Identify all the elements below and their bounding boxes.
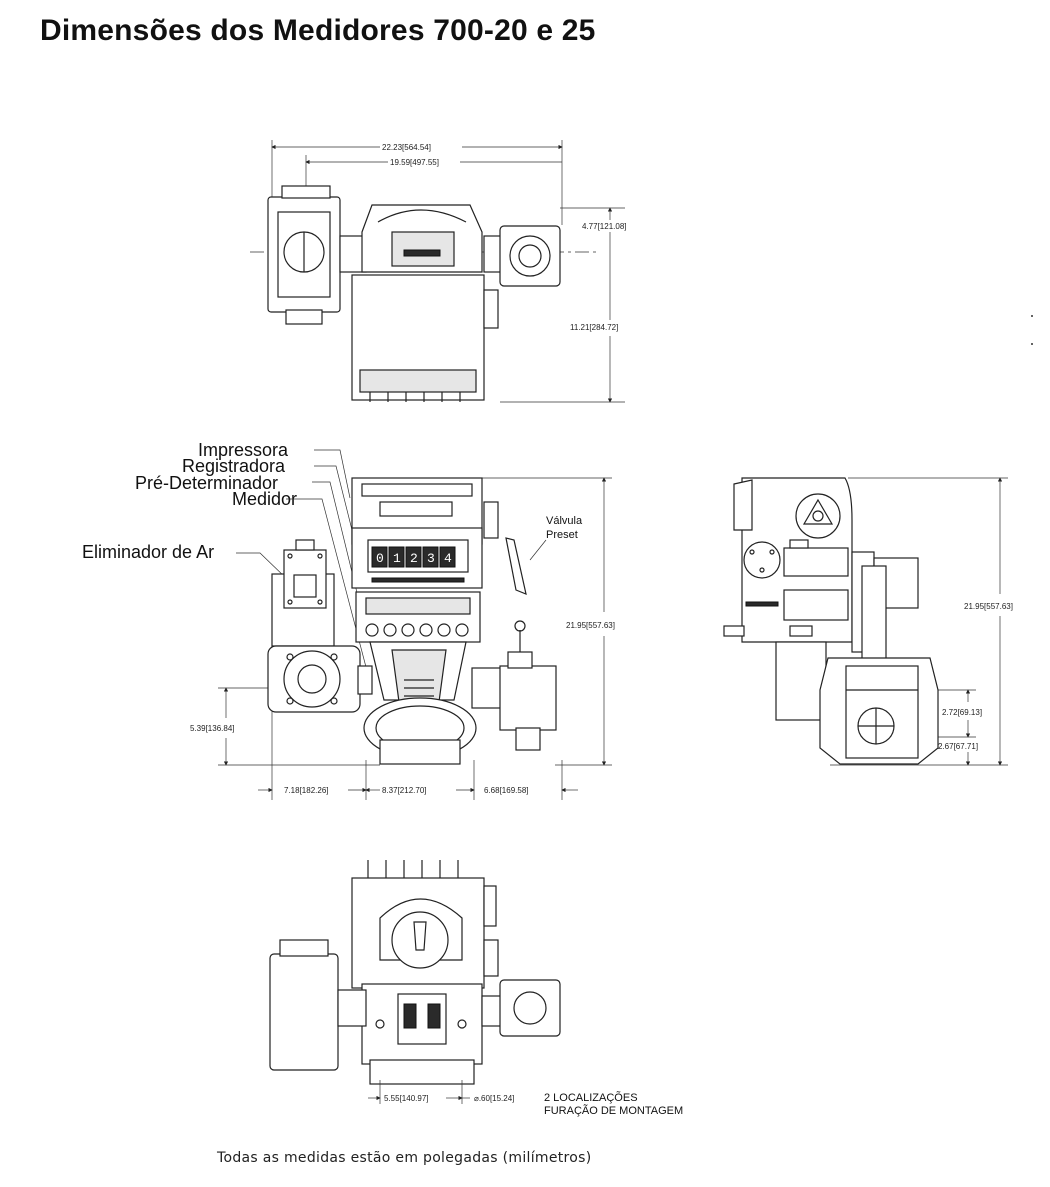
dim-front-height: 21.95[557.63] — [566, 621, 615, 630]
label-registradora: Registradora — [182, 456, 286, 476]
counter-digit: 4 — [444, 551, 452, 566]
bottom-view: 5.55[140.97] ⌀.60[15.24] 2 LOCALIZAÇÕES … — [269, 860, 683, 1117]
mounting-note-line2: FURAÇÃO DE MONTAGEM — [544, 1104, 683, 1117]
dim-side-height: 21.95[557.63] — [964, 602, 1013, 611]
label-valvula: Válvula — [546, 515, 583, 527]
top-view: 22.23[564.54] 19.59[497.55] 4.77[121.08]… — [250, 140, 626, 403]
label-preset: Preset — [546, 529, 578, 541]
side-view: 21.95[557.63] 2.72[69.13] 2.67[67.71] — [723, 477, 1013, 766]
dim-inner-width: 19.59[497.55] — [390, 158, 439, 167]
dim-depth: 11.21[284.72] — [570, 323, 618, 332]
dim-inlet-height: 5.39[136.84] — [190, 724, 234, 733]
counter-digit: 3 — [427, 551, 435, 566]
dim-upper-offset: 2.72[69.13] — [942, 708, 982, 717]
units-note: Todas as medidas estão em polegadas (mil… — [217, 1150, 592, 1166]
counter-digit: 1 — [393, 551, 401, 566]
counter-display: 0 1 2 3 4 — [371, 546, 456, 568]
front-view: Impressora Registradora Pré-Determinador… — [82, 440, 615, 800]
dim-right-height: 4.77[121.08] — [582, 222, 626, 231]
label-eliminador-de-ar: Eliminador de Ar — [82, 542, 214, 562]
dim-center-width: 8.37[212.70] — [382, 786, 426, 795]
dim-lower-offset: 2.67[67.71] — [938, 742, 978, 751]
dim-right-width: 6.68[169.58] — [484, 786, 528, 795]
label-pre-determinador: Pré-Determinador — [135, 473, 278, 493]
counter-digit: 0 — [376, 551, 384, 566]
label-medidor: Medidor — [232, 489, 297, 509]
mounting-note-line1: 2 LOCALIZAÇÕES — [544, 1091, 638, 1104]
label-impressora: Impressora — [198, 440, 289, 460]
dim-hole-diameter: ⌀.60[15.24] — [474, 1094, 514, 1103]
page-title: Dimensões dos Medidores 700-20 e 25 — [40, 14, 596, 47]
dim-hole-spacing: 5.55[140.97] — [384, 1094, 428, 1103]
dim-left-width: 7.18[182.26] — [284, 786, 328, 795]
counter-digit: 2 — [410, 551, 418, 566]
dim-overall-width: 22.23[564.54] — [382, 143, 431, 152]
